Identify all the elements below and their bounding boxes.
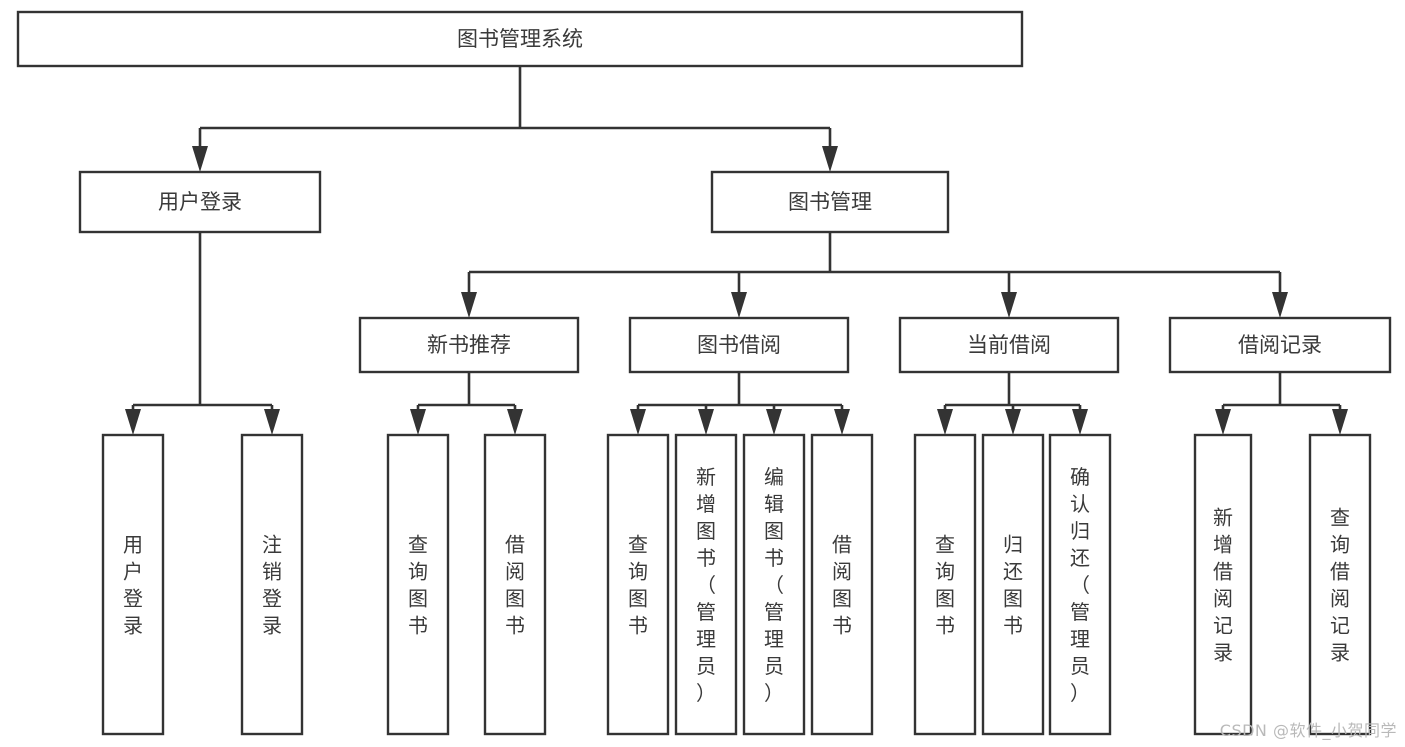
node-leaf-logout[interactable]: 注销登录 (240, 433, 304, 736)
watermark-text: CSDN @软件_小贺同学 (1219, 721, 1397, 740)
node-label: 确认归还（管理员） (1070, 465, 1090, 705)
node-box (742, 433, 806, 736)
node-leaf-query-record[interactable]: 查询借阅记录 (1308, 433, 1372, 736)
node-new-book-rec[interactable]: 新书推荐 (358, 316, 580, 374)
node-label: 图书管理系统 (457, 27, 583, 51)
node-box (1168, 316, 1392, 374)
node-leaf-borrow-book-a[interactable]: 借阅图书 (483, 433, 547, 736)
arrow-head-icon (698, 409, 714, 435)
arrow-head-icon (125, 409, 141, 435)
node-box (1193, 433, 1253, 736)
arrow-head-icon (731, 292, 747, 318)
node-box (674, 433, 738, 736)
node-borrow-record[interactable]: 借阅记录 (1168, 316, 1392, 374)
node-root[interactable]: 图书管理系统 (16, 10, 1024, 68)
node-box (913, 433, 977, 736)
node-label: 新书推荐 (427, 333, 511, 357)
arrow-head-icon (507, 409, 523, 435)
node-box (628, 316, 850, 374)
node-label: 查询图书 (935, 533, 955, 638)
arrow-head-icon (410, 409, 426, 435)
node-label: 编辑图书（管理员） (764, 465, 784, 705)
node-label: 查询图书 (628, 533, 648, 638)
node-box (710, 170, 950, 234)
node-leaf-add-record[interactable]: 新增借阅记录 (1193, 433, 1253, 736)
node-label: 图书借阅 (697, 333, 781, 357)
node-leaf-query-book-c[interactable]: 查询图书 (913, 433, 977, 736)
node-box (981, 433, 1045, 736)
node-leaf-query-book-b[interactable]: 查询图书 (606, 433, 670, 736)
node-box (1048, 433, 1112, 736)
node-box (1308, 433, 1372, 736)
arrow-head-icon (1072, 409, 1088, 435)
node-label: 查询图书 (408, 533, 428, 638)
node-label: 用户登录 (123, 533, 143, 638)
node-book-manage[interactable]: 图书管理 (710, 170, 950, 234)
arrow-head-icon (1005, 409, 1021, 435)
node-box (101, 433, 165, 736)
node-label: 新增借阅记录 (1213, 506, 1233, 665)
arrow-head-icon (834, 409, 850, 435)
arrow-head-icon (461, 292, 477, 318)
node-box (358, 316, 580, 374)
node-label: 注销登录 (262, 533, 282, 638)
node-label: 借阅图书 (832, 533, 852, 638)
node-book-borrow[interactable]: 图书借阅 (628, 316, 850, 374)
arrow-head-icon (192, 146, 208, 172)
arrow-head-icon (264, 409, 280, 435)
node-label: 图书管理 (788, 190, 872, 214)
node-box (898, 316, 1120, 374)
node-label: 当前借阅 (967, 333, 1051, 357)
node-box (78, 170, 322, 234)
node-leaf-confirm-return[interactable]: 确认归还（管理员） (1048, 433, 1112, 736)
node-leaf-user-login[interactable]: 用户登录 (101, 433, 165, 736)
node-box (16, 10, 1024, 68)
node-leaf-add-book[interactable]: 新增图书（管理员） (674, 433, 738, 736)
arrow-head-icon (766, 409, 782, 435)
arrow-head-icon (822, 146, 838, 172)
node-label: 查询借阅记录 (1330, 506, 1350, 665)
arrow-head-icon (630, 409, 646, 435)
node-box (606, 433, 670, 736)
node-current-borrow[interactable]: 当前借阅 (898, 316, 1120, 374)
arrow-head-icon (937, 409, 953, 435)
node-label: 新增图书（管理员） (696, 465, 716, 705)
arrow-head-icon (1272, 292, 1288, 318)
node-leaf-edit-book[interactable]: 编辑图书（管理员） (742, 433, 806, 736)
node-label: 借阅记录 (1238, 333, 1322, 357)
connector-layer (125, 66, 1348, 435)
node-leaf-query-book-a[interactable]: 查询图书 (386, 433, 450, 736)
node-leaf-return-book[interactable]: 归还图书 (981, 433, 1045, 736)
arrow-head-icon (1215, 409, 1231, 435)
node-box (810, 433, 874, 736)
arrow-head-icon (1332, 409, 1348, 435)
node-user-login[interactable]: 用户登录 (78, 170, 322, 234)
node-box (240, 433, 304, 736)
arrow-head-icon (1001, 292, 1017, 318)
node-label: 借阅图书 (505, 533, 525, 638)
node-layer: 图书管理系统用户登录图书管理新书推荐图书借阅当前借阅借阅记录用户登录注销登录查询… (16, 10, 1392, 736)
node-box (386, 433, 450, 736)
node-box (483, 433, 547, 736)
node-label: 归还图书 (1003, 533, 1023, 638)
node-label: 用户登录 (158, 190, 242, 214)
node-leaf-borrow-book-b[interactable]: 借阅图书 (810, 433, 874, 736)
